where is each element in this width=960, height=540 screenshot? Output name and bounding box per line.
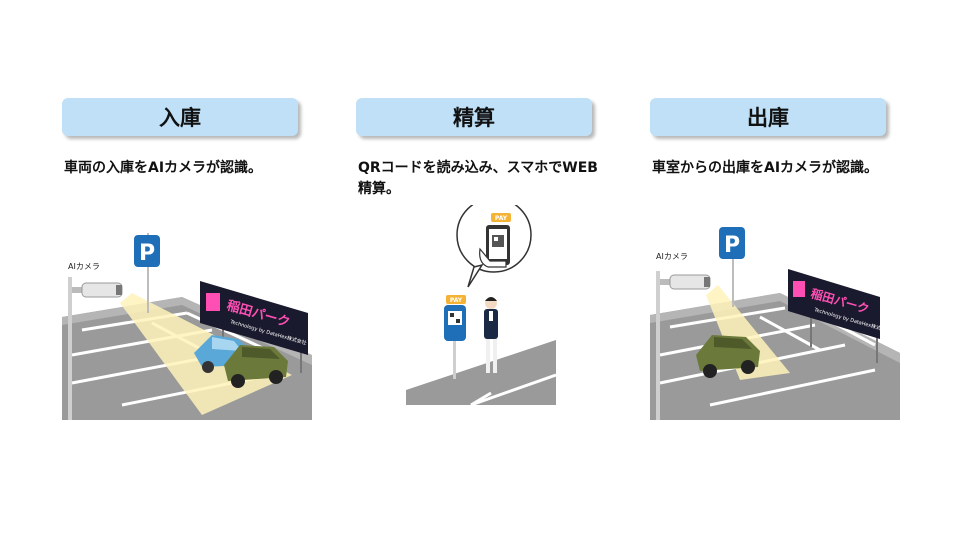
- camera-icon: [660, 275, 710, 289]
- step-payment-description: QRコードを読み込み、スマホでWEB精算。: [358, 158, 598, 200]
- step-entry-title: 入庫: [62, 98, 298, 136]
- step-exit-description: 車室からの出庫をAIカメラが認識。: [652, 158, 892, 179]
- billboard-logo-icon: [793, 281, 805, 297]
- camera-label: AIカメラ: [68, 262, 100, 271]
- svg-text:P: P: [724, 233, 740, 258]
- step-payment-title: 精算: [356, 98, 592, 136]
- camera-icon: [72, 283, 122, 297]
- step-entry-description: 車両の入庫をAIカメラが認識。: [64, 158, 304, 179]
- step-exit-title: 出庫: [650, 98, 886, 136]
- camera-label: AIカメラ: [656, 252, 688, 261]
- payment-ground: [406, 340, 556, 405]
- exit-illustration: AIカメラ P 稲田パーク Technology by DataHex株式会社: [650, 205, 900, 420]
- svg-text:P: P: [139, 241, 155, 266]
- step-exit: 出庫 車室からの出庫をAIカメラが認識。 AIカメラ: [650, 0, 900, 540]
- entry-illustration: AIカメラ P 稲田パーク Technology by DataHex株式会社: [62, 205, 312, 420]
- step-entry: 入庫 車両の入庫をAIカメラが認識。: [62, 0, 312, 540]
- camera-pole: [656, 271, 660, 420]
- billboard-logo-icon: [206, 293, 220, 311]
- person-icon: [484, 297, 498, 373]
- svg-text:PAY: PAY: [450, 297, 463, 304]
- svg-text:PAY: PAY: [495, 215, 508, 222]
- camera-pole: [68, 277, 72, 420]
- step-payment: 精算 QRコードを読み込み、スマホでWEB精算。 PAY: [356, 0, 606, 540]
- payment-illustration: PAY PAY: [356, 205, 606, 420]
